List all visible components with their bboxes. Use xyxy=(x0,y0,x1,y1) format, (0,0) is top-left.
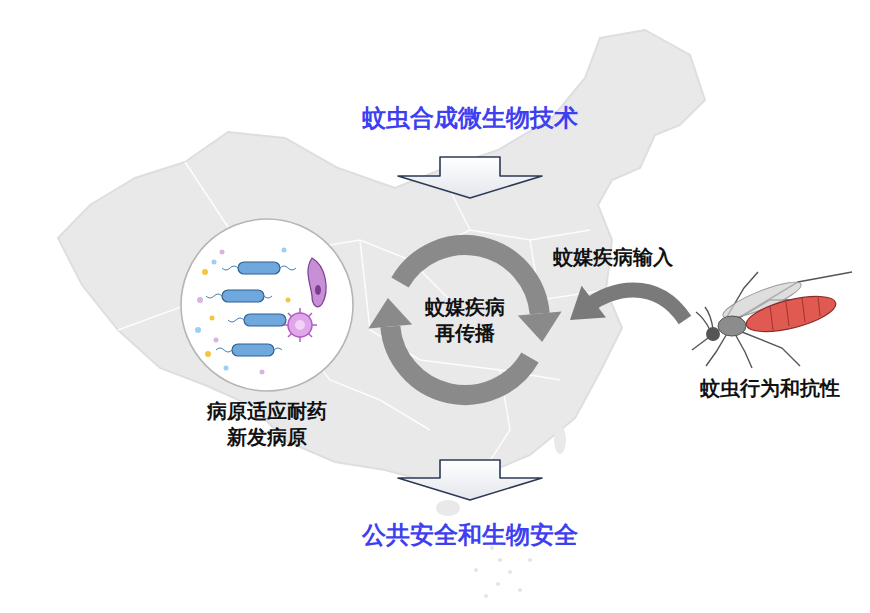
arrow-head xyxy=(570,286,606,320)
circle-outline xyxy=(172,210,362,400)
arrow-label: 蚊媒疾病输入 xyxy=(553,244,673,270)
mosquito xyxy=(692,272,852,368)
node-caption: 病原适应耐药 新发病原 xyxy=(172,398,362,450)
china-map xyxy=(58,30,705,598)
circle-border xyxy=(181,219,353,391)
cycle-arrowhead xyxy=(368,298,412,328)
cycle-arrowhead xyxy=(518,312,562,342)
down-arrow xyxy=(398,157,542,198)
input-arrow xyxy=(570,286,685,320)
caption-holder: 病原适应耐药 新发病原 xyxy=(172,398,362,450)
down-arrow xyxy=(398,460,542,500)
parasite xyxy=(308,258,326,307)
cycle-text: 蚊媒疾病 再传播 xyxy=(419,294,511,346)
heading-label: 蚊虫合成微生物技术 xyxy=(270,103,670,134)
pathogen-circle: 病原适应耐药 新发病原 xyxy=(172,210,362,450)
caption-holder: 蚊虫行为和抗性 xyxy=(685,375,855,401)
center-holder: 蚊媒疾病 再传播 xyxy=(370,225,560,415)
virus xyxy=(283,308,317,342)
particles xyxy=(195,248,291,375)
cycle-ring: 蚊媒疾病 再传播 xyxy=(370,225,560,415)
outcome-label: 公共安全和生物安全 xyxy=(270,520,670,551)
figure-caption: 蚊虫行为和抗性 xyxy=(685,375,855,401)
bacteria xyxy=(206,262,296,356)
mosquito-figure: 蚊虫行为和抗性 xyxy=(685,265,855,401)
cycle-arrows xyxy=(370,225,560,415)
